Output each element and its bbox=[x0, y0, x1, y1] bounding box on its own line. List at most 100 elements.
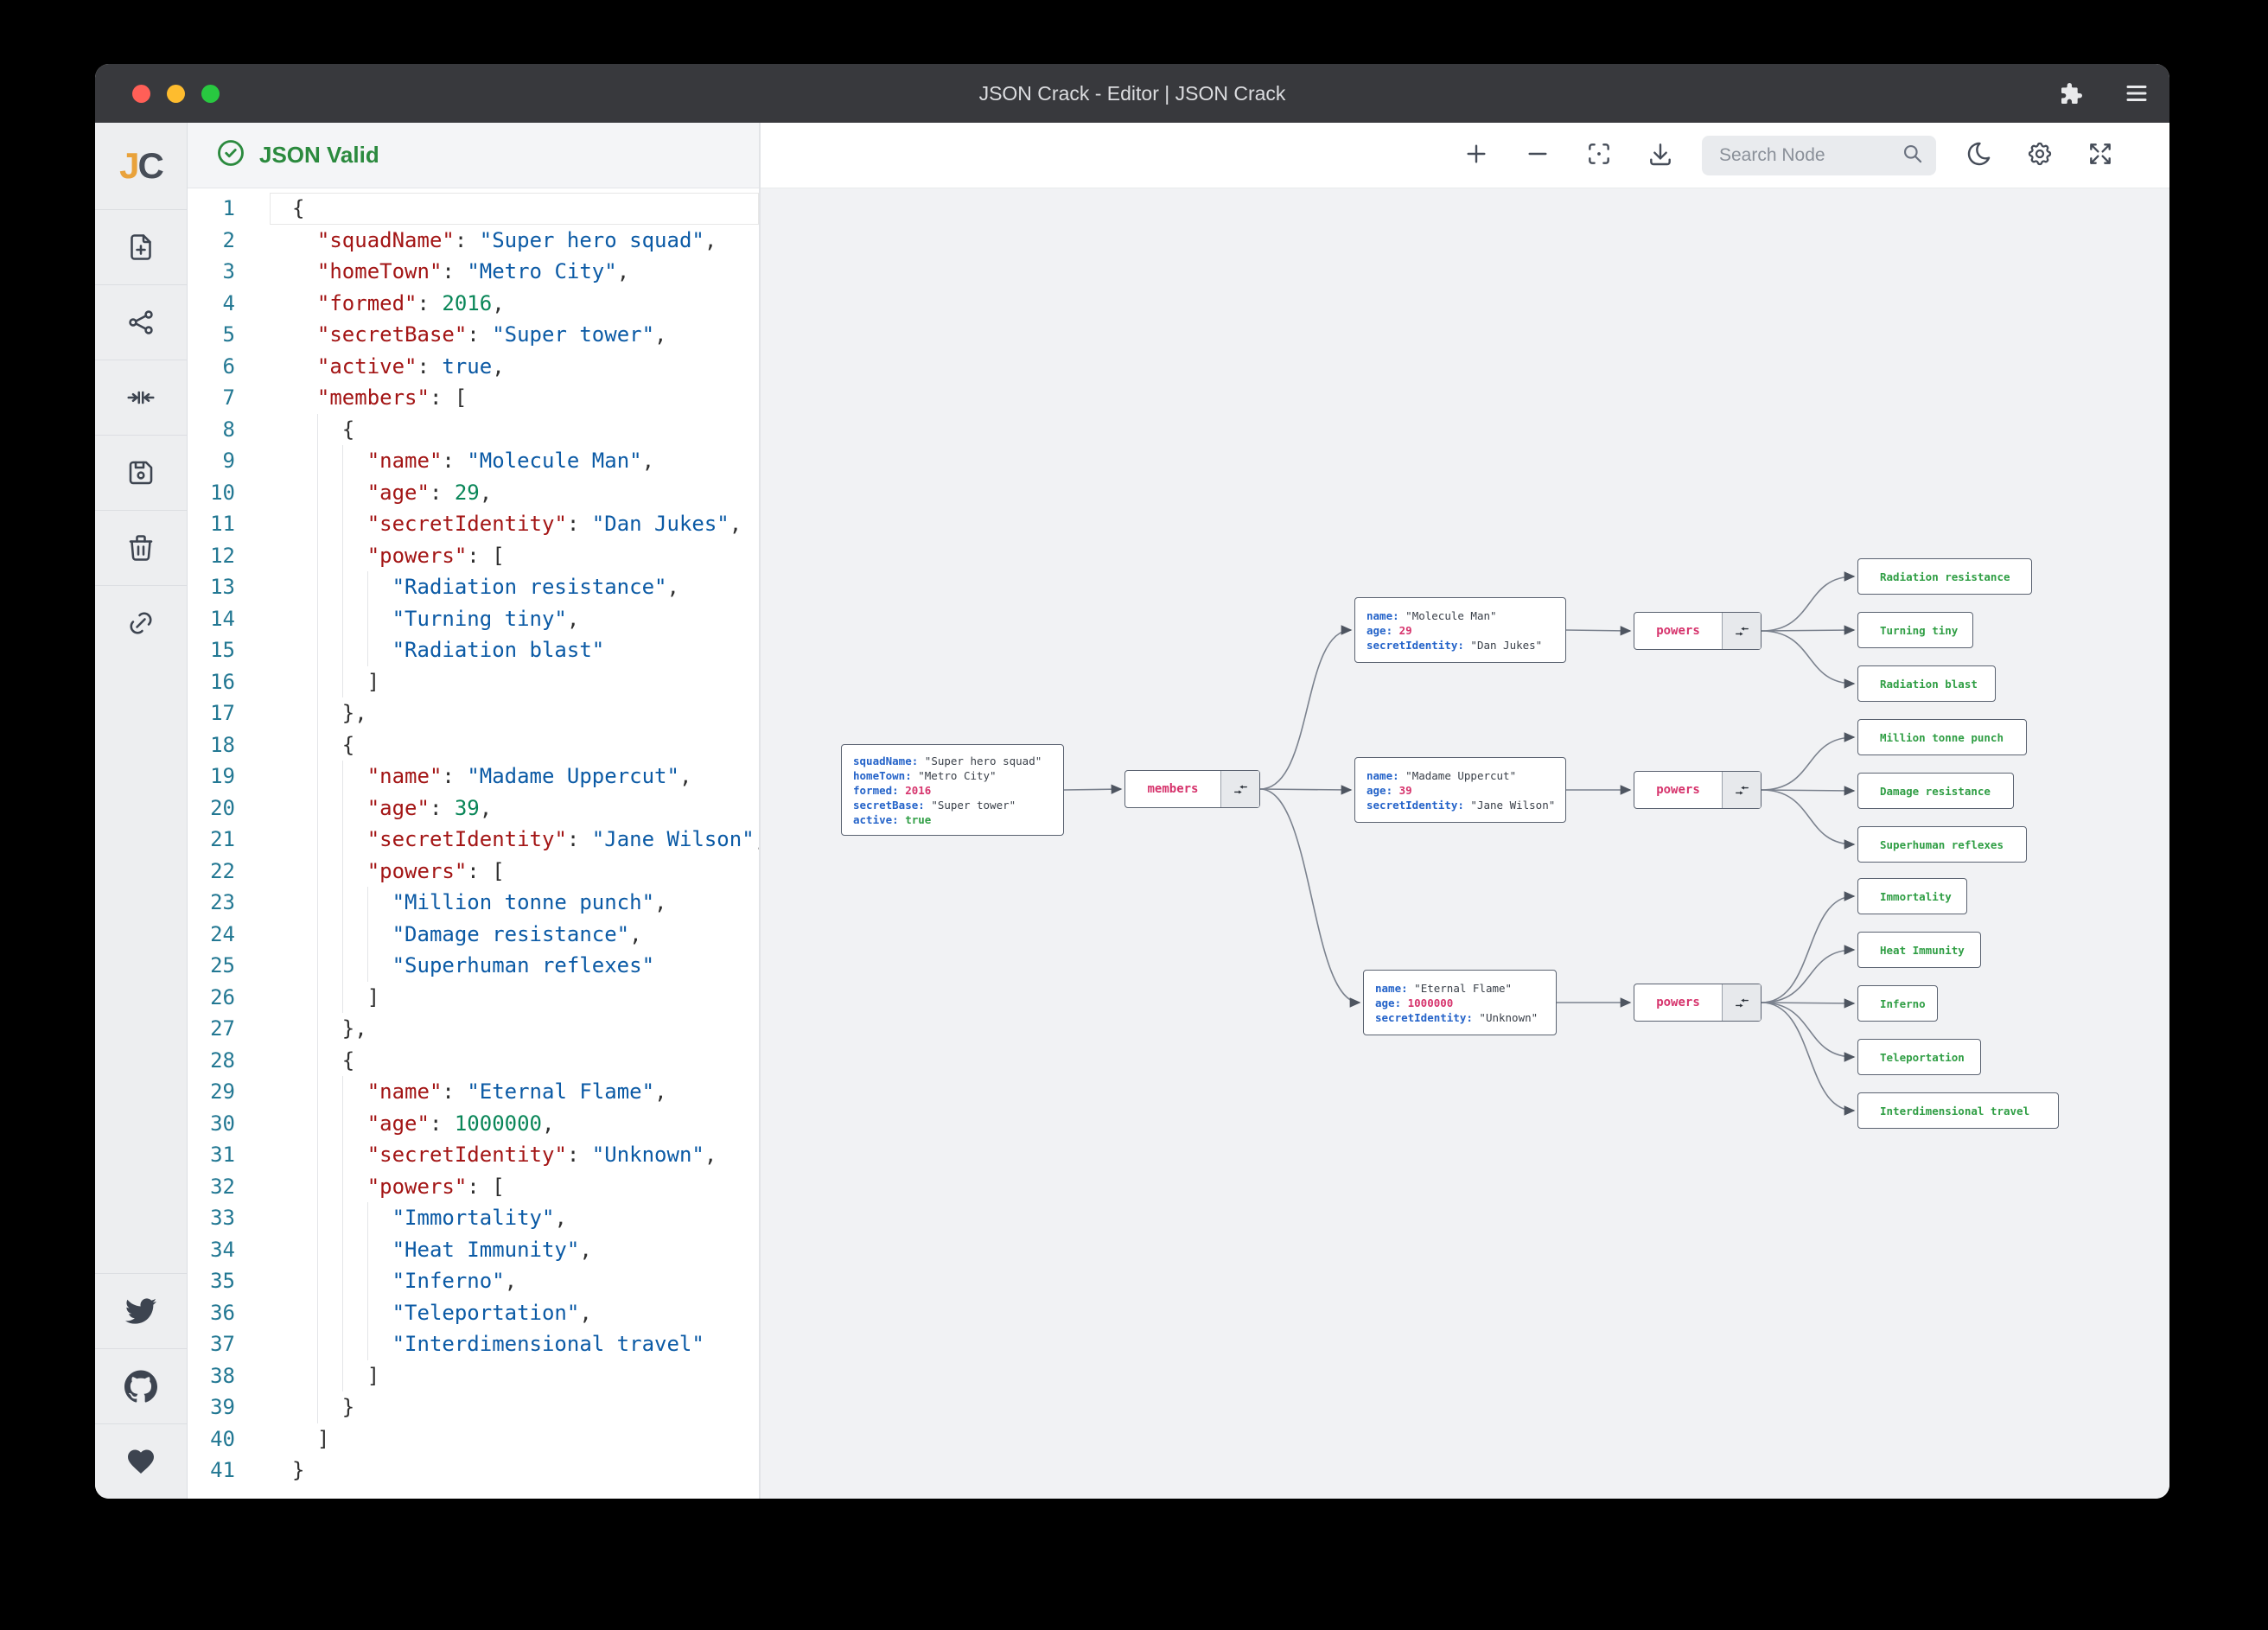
collapse-arrows-icon bbox=[1735, 626, 1749, 636]
code-line: 29 "name": "Eternal Flame", bbox=[188, 1076, 759, 1108]
zoom-out-button[interactable] bbox=[1519, 133, 1556, 178]
line-number: 26 bbox=[210, 984, 235, 1009]
traffic-lights bbox=[132, 64, 220, 123]
line-number: 15 bbox=[210, 638, 235, 662]
code-line: 5 "secretBase": "Super tower", bbox=[188, 319, 759, 351]
code-line: 17 }, bbox=[188, 697, 759, 729]
code-line: 3 "homeTown": "Metro City", bbox=[188, 256, 759, 288]
line-number: 11 bbox=[210, 512, 235, 536]
code-line: 39 } bbox=[188, 1391, 759, 1423]
moon-icon bbox=[1965, 140, 1993, 170]
graph-node-l2[interactable]: Turning tiny bbox=[1857, 612, 1973, 648]
graph-toolbar bbox=[761, 123, 2169, 188]
github-link-button[interactable] bbox=[95, 1348, 187, 1423]
graph-edge bbox=[1259, 785, 1353, 795]
center-view-button[interactable] bbox=[95, 360, 187, 435]
graph-node-l9[interactable]: Inferno bbox=[1857, 985, 1938, 1022]
download-image-button[interactable] bbox=[1642, 133, 1679, 178]
theme-toggle-button[interactable] bbox=[1961, 133, 1997, 178]
graph-view-button[interactable] bbox=[95, 284, 187, 360]
code-line: 14 "Turning tiny", bbox=[188, 603, 759, 635]
line-number: 9 bbox=[222, 449, 235, 473]
twitter-link-button[interactable] bbox=[95, 1273, 187, 1348]
code-line: 24 "Damage resistance", bbox=[188, 919, 759, 951]
focus-button[interactable] bbox=[1581, 133, 1617, 178]
graph-node-p2[interactable]: powers bbox=[1634, 771, 1762, 809]
code-line: 22 "powers": [ bbox=[188, 856, 759, 888]
collapse-horizontal-icon bbox=[125, 382, 156, 413]
code-line: 13 "Radiation resistance", bbox=[188, 571, 759, 603]
node-field: homeTown: "Metro City" bbox=[853, 768, 997, 782]
leaf-value: Interdimensional travel bbox=[1880, 1104, 2030, 1117]
delete-button[interactable] bbox=[95, 510, 187, 585]
graph-node-l6[interactable]: Superhuman reflexes bbox=[1857, 826, 2027, 863]
graph-panel: squadName: "Super hero squad"homeTown: "… bbox=[759, 123, 2169, 1499]
current-line-highlight bbox=[270, 193, 759, 225]
node-field: age: 39 bbox=[1367, 783, 1412, 797]
search-node-input[interactable] bbox=[1717, 143, 1901, 167]
line-number: 1 bbox=[222, 196, 235, 220]
graph-node-l5[interactable]: Damage resistance bbox=[1857, 773, 2014, 809]
json-code-editor[interactable]: 1{2 "squadName": "Super hero squad",3 "h… bbox=[188, 188, 759, 1499]
graph-node-members[interactable]: members bbox=[1124, 770, 1260, 808]
line-number: 41 bbox=[210, 1458, 235, 1482]
code-line: 2 "squadName": "Super hero squad", bbox=[188, 225, 759, 257]
zoom-in-button[interactable] bbox=[1458, 133, 1494, 178]
code-line: 32 "powers": [ bbox=[188, 1171, 759, 1203]
share-graph-icon bbox=[125, 307, 156, 338]
collapse-node-button[interactable] bbox=[1722, 984, 1761, 1021]
code-line: 4 "formed": 2016, bbox=[188, 288, 759, 320]
collapse-node-button[interactable] bbox=[1722, 613, 1761, 649]
graph-node-p1[interactable]: powers bbox=[1634, 612, 1762, 650]
collapse-node-button[interactable] bbox=[1220, 771, 1259, 807]
leaf-value: Immortality bbox=[1880, 889, 1952, 903]
graph-node-l3[interactable]: Radiation blast bbox=[1857, 665, 1996, 702]
settings-button[interactable] bbox=[2022, 133, 2058, 178]
minimize-button[interactable] bbox=[167, 84, 185, 103]
line-number: 21 bbox=[210, 827, 235, 851]
extensions-puzzle-icon[interactable] bbox=[2058, 80, 2086, 107]
collapse-node-button[interactable] bbox=[1722, 772, 1761, 808]
code-line: 18 { bbox=[188, 729, 759, 761]
search-node-box bbox=[1702, 135, 1936, 175]
search-icon bbox=[1901, 142, 1924, 169]
graph-canvas[interactable]: squadName: "Super hero squad"homeTown: "… bbox=[761, 188, 2169, 1499]
share-link-button[interactable] bbox=[95, 585, 187, 660]
graph-node-l4[interactable]: Million tonne punch bbox=[1857, 719, 2027, 755]
graph-node-p3[interactable]: powers bbox=[1634, 984, 1762, 1022]
graph-node-root[interactable]: squadName: "Super hero squad"homeTown: "… bbox=[841, 744, 1064, 836]
new-document-button[interactable] bbox=[95, 209, 187, 284]
node-field: age: 29 bbox=[1367, 623, 1412, 637]
graph-node-l1[interactable]: Radiation resistance bbox=[1857, 558, 2032, 595]
menu-hamburger-icon[interactable] bbox=[2124, 80, 2150, 106]
collapse-arrows-icon bbox=[1735, 785, 1749, 795]
graph-edge bbox=[1761, 732, 1856, 791]
zoom-button[interactable] bbox=[201, 84, 220, 103]
indent-guide bbox=[366, 887, 368, 982]
gear-icon bbox=[2026, 140, 2054, 170]
leaf-value: Damage resistance bbox=[1880, 784, 1991, 798]
node-label: powers bbox=[1656, 783, 1700, 797]
close-button[interactable] bbox=[132, 84, 150, 103]
leaf-value: Turning tiny bbox=[1880, 623, 1959, 637]
line-number: 12 bbox=[210, 543, 235, 568]
line-number: 37 bbox=[210, 1332, 235, 1356]
graph-node-l11[interactable]: Interdimensional travel bbox=[1857, 1092, 2059, 1129]
line-number: 30 bbox=[210, 1111, 235, 1136]
graph-node-l7[interactable]: Immortality bbox=[1857, 878, 1967, 914]
node-label: members bbox=[1147, 782, 1199, 796]
graph-node-l10[interactable]: Teleportation bbox=[1857, 1039, 1981, 1075]
sponsor-button[interactable] bbox=[95, 1423, 187, 1499]
twitter-icon bbox=[125, 1296, 156, 1327]
graph-node-l8[interactable]: Heat Immunity bbox=[1857, 932, 1981, 968]
node-field: squadName: "Super hero squad" bbox=[853, 754, 1042, 767]
fullscreen-button[interactable] bbox=[2082, 133, 2118, 178]
code-line: 15 "Radiation blast" bbox=[188, 634, 759, 666]
save-button[interactable] bbox=[95, 435, 187, 510]
window-title: JSON Crack - Editor | JSON Crack bbox=[978, 81, 1286, 105]
